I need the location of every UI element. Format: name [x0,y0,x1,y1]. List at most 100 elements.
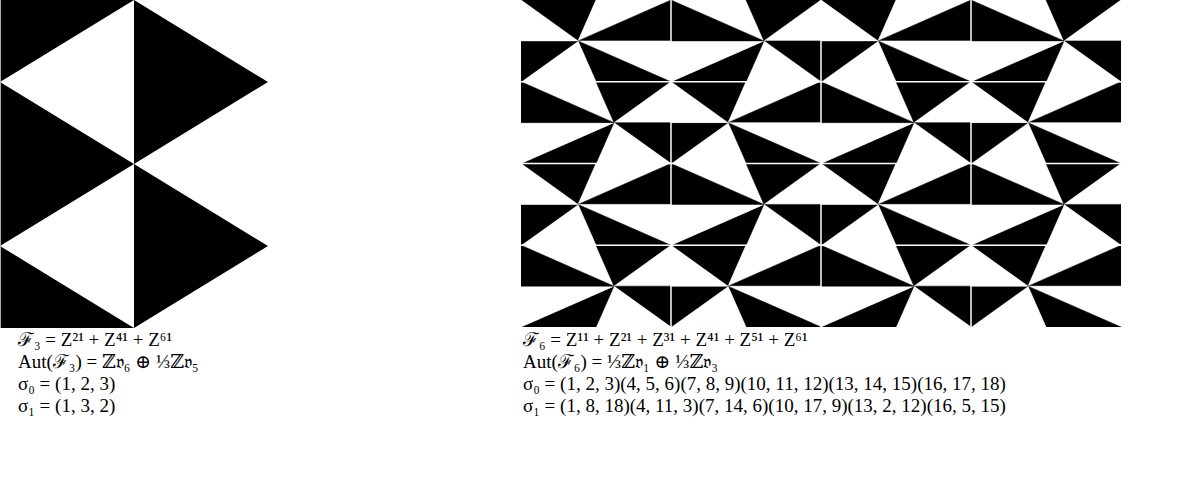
pinwheel-triangle [728,245,821,286]
pinwheel-triangle [578,0,671,41]
formula-label: σ₀ = (1, 2, 3)(4, 5, 6)(7, 8, 9)(10, 11,… [523,373,1006,395]
pinwheel-triangle [578,0,671,41]
pinwheel-triangle [728,245,821,286]
pinwheel-triangle [521,286,614,327]
pinwheel-triangle [671,123,728,164]
pinwheel-triangle [764,164,821,205]
pinwheel-triangle [821,204,878,245]
black-triangle [0,82,134,246]
pinwheel-triangle [671,204,764,245]
pinwheel-triangle [821,0,878,41]
pinwheel-triangle [896,245,971,286]
pinwheel-triangle [671,164,764,205]
pinwheel-triangle [821,41,878,82]
pinwheel-triangle [971,286,1028,327]
pinwheel-triangle [521,164,578,205]
pinwheel-triangle [521,286,614,327]
pinwheel-triangle [521,123,614,164]
pinwheel-triangle [671,286,728,327]
pinwheel-triangle [896,82,971,123]
pinwheel-triangle [596,82,671,123]
formula-label: σ₁ = (1, 8, 18)(4, 11, 3)(7, 14, 6)(10, … [523,395,1006,417]
pinwheel-triangle [578,164,671,205]
triangle-tiling [0,0,268,328]
pinwheel-triangle [764,0,821,41]
pinwheel-triangle [671,0,764,41]
pinwheel-triangle [914,82,971,123]
pinwheel-triangle [821,123,914,164]
pinwheel-triangle [671,41,764,82]
black-triangle [134,0,268,164]
pinwheel-triangle [746,164,821,205]
pinwheel-triangle [614,245,671,286]
pinwheel-triangle [821,123,914,164]
pinwheel-triangle [521,41,578,82]
pinwheel-tiling [521,0,1121,327]
pinwheel-triangle [878,164,971,205]
pinwheel-triangle [1028,82,1121,123]
pinwheel-triangle [1028,245,1121,286]
pinwheel-triangle [971,0,1064,41]
pinwheel-triangle [971,164,1064,205]
pinwheel-triangle [914,245,971,286]
pinwheel-triangle [971,245,1028,286]
formula-label: σ₀ = (1, 2, 3) [18,373,115,395]
edge-line [0,0,1,328]
pinwheel-triangle [971,204,1064,245]
pinwheel-triangle [821,41,896,82]
pinwheel-triangle [671,123,746,164]
pinwheel-triangle [1028,82,1121,123]
pinwheel-triangle [821,204,896,245]
formula-label: Aut(ℱ₃) = ℤ𝔳₆ ⊕ ⅓ℤ𝔳₅ [18,351,199,373]
pinwheel-triangle [521,245,614,286]
pinwheel-triangle [521,0,578,41]
formula-label: Aut(ℱ₆) = ⅓ℤ𝔳₁ ⊕ ⅓ℤ𝔳₃ [523,351,718,373]
pinwheel-triangle [521,204,578,245]
pinwheel-triangle [671,82,728,123]
cell-border [521,163,1121,165]
formula-label: ℱ₃ = Z²¹ + Z⁴¹ + Z⁶¹ [18,329,172,351]
pinwheel-triangle [728,82,821,123]
pinwheel-triangle [821,286,914,327]
pinwheel-triangle [521,41,596,82]
formula-label: σ₁ = (1, 3, 2) [18,395,115,417]
cell-border [521,245,1121,247]
pinwheel-triangle [671,204,764,245]
pinwheel-triangle [971,286,1046,327]
pinwheel-triangle [614,82,671,123]
pinwheel-triangle [971,123,1046,164]
pinwheel-triangle [878,0,971,41]
pinwheel-triangle [671,286,746,327]
pinwheel-triangle [971,41,1064,82]
pinwheel-triangle [971,41,1064,82]
pinwheel-triangle [728,82,821,123]
formula-label: ℱ₆ = Z¹¹ + Z²¹ + Z³¹ + Z⁴¹ + Z⁵¹ + Z⁶¹ [523,329,808,351]
pinwheel-triangle [746,0,821,41]
pinwheel-triangle [971,123,1028,164]
black-triangle [134,164,268,328]
pinwheel-triangle [1064,0,1121,41]
pinwheel-triangle [671,245,728,286]
pinwheel-triangle [971,82,1028,123]
pinwheel-triangle [821,286,914,327]
pinwheel-triangle [521,123,614,164]
pinwheel-triangle [1028,245,1121,286]
pinwheel-triangle [1064,164,1121,205]
pinwheel-triangle [821,245,914,286]
pinwheel-triangle [521,82,614,123]
pinwheel-triangle [878,0,971,41]
pinwheel-triangle [671,41,764,82]
black-triangle [0,0,134,82]
black-triangle [0,246,134,328]
pinwheel-triangle [821,82,914,123]
pinwheel-triangle [878,164,971,205]
tile-ground [521,0,1121,327]
pinwheel-triangle [578,164,671,205]
pinwheel-triangle [521,204,596,245]
pinwheel-triangle [1046,0,1121,41]
pinwheel-triangle [971,204,1064,245]
cell-border [521,81,1121,83]
pinwheel-triangle [821,164,878,205]
pinwheel-triangle [596,245,671,286]
pinwheel-triangle [1046,164,1121,205]
